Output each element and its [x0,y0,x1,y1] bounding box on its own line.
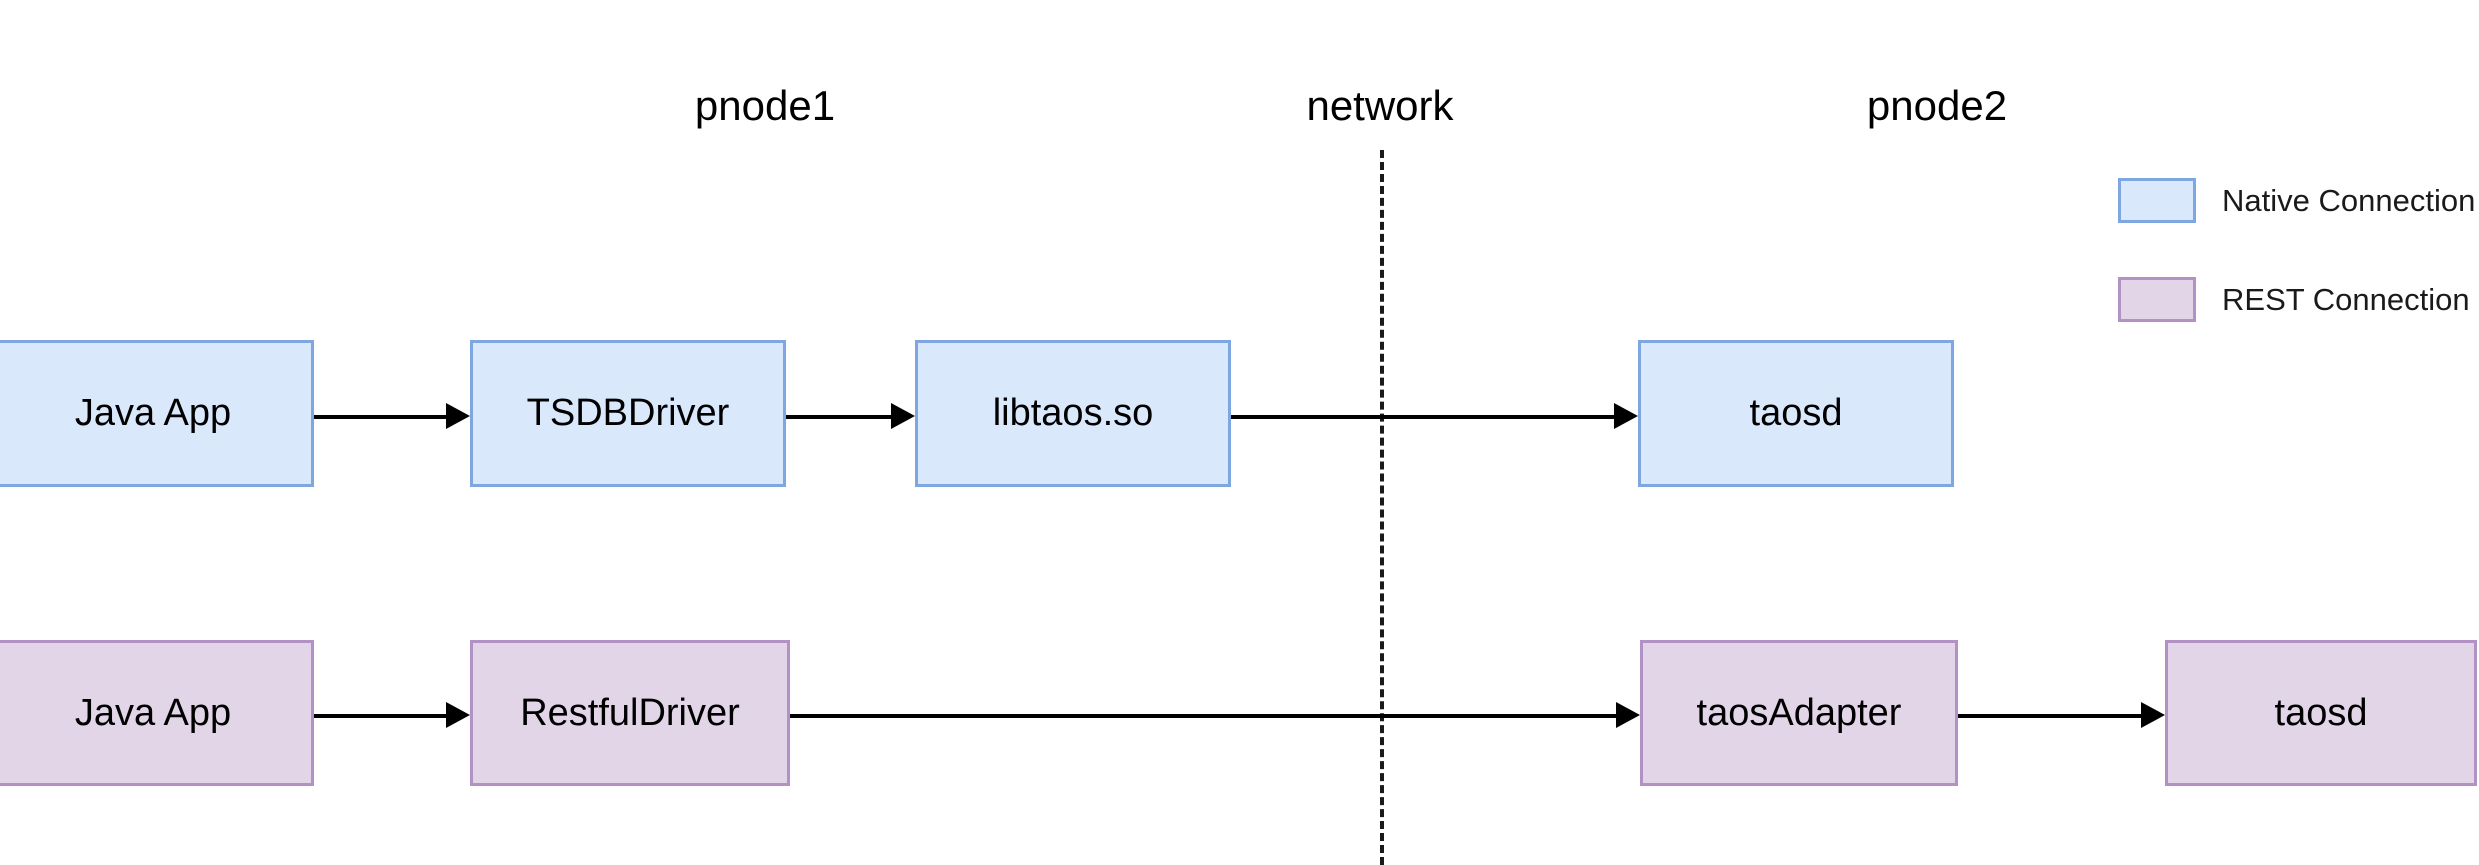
arrowhead-native-tsdbdriver [446,403,470,429]
legend-label-rest: REST Connection [2222,281,2470,317]
edge-rest-javaapp-to-restfuldriver [314,714,446,718]
node-rest-java-app[interactable]: Java App [0,640,314,786]
zone-label-network: network [1306,82,1454,129]
arrowhead-native-libtaos [891,403,915,429]
edge-rest-taosadapter-to-taosd [1958,714,2141,718]
zone-label-pnode2: pnode2 [1866,82,2008,129]
arrowhead-native-taosd [1614,403,1638,429]
arrowhead-rest-taosadapter [1616,702,1640,728]
node-rest-taosd[interactable]: taosd [2165,640,2477,786]
node-native-taosd[interactable]: taosd [1638,340,1954,487]
arrowhead-rest-restfuldriver [446,702,470,728]
zone-label-pnode1: pnode1 [694,82,836,129]
legend-swatch-rest-icon [2118,277,2196,322]
node-native-tsdbdriver[interactable]: TSDBDriver [470,340,786,487]
edge-rest-restfuldriver-to-taosadapter [790,714,1616,718]
legend-label-native: Native Connection [2222,182,2476,218]
legend-swatch-native-icon [2118,178,2196,223]
node-rest-taosadapter[interactable]: taosAdapter [1640,640,1958,786]
node-rest-restfuldriver[interactable]: RestfulDriver [470,640,790,786]
edge-native-tsdbdriver-to-libtaos [786,415,891,419]
legend-item-rest-connection: REST Connection [2118,277,2470,322]
network-divider-line [1380,150,1384,865]
edge-native-javaapp-to-tsdbdriver [314,415,446,419]
legend-item-native-connection: Native Connection [2118,178,2475,223]
edge-native-libtaos-to-taosd [1231,415,1614,419]
node-native-libtaos-so[interactable]: libtaos.so [915,340,1231,487]
node-native-java-app[interactable]: Java App [0,340,314,487]
arrowhead-rest-taosd [2141,702,2165,728]
